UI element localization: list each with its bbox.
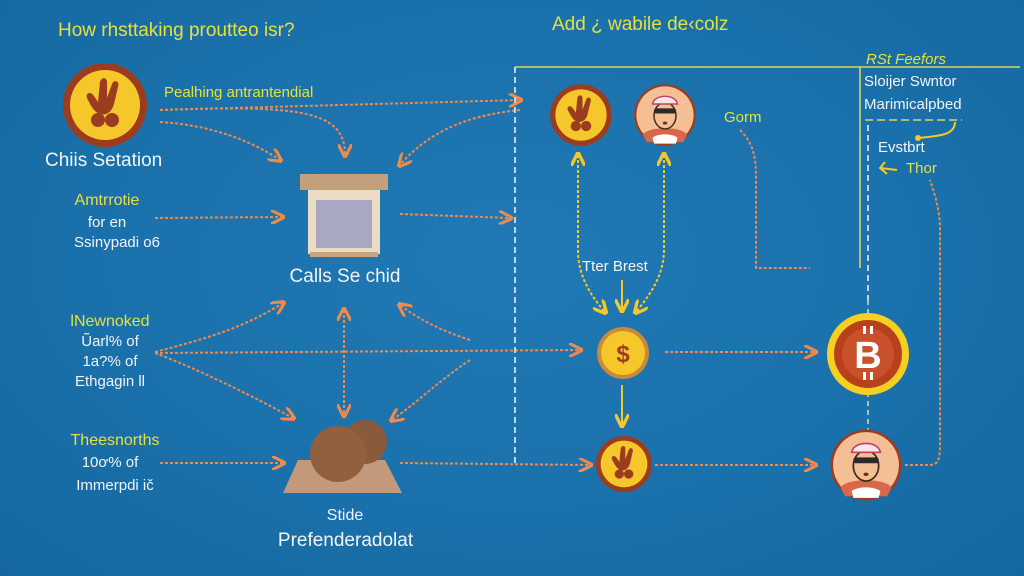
arrow-right-to-container	[400, 109, 521, 165]
legend-heading: RSt Feefors	[866, 51, 947, 68]
person-helmet-icon	[830, 429, 902, 501]
pile-caption-line-1: Stide	[326, 507, 364, 524]
arrow-top-to-container-down	[159, 107, 345, 155]
block2-line-2: 1a?% of	[82, 353, 138, 370]
arrow-pile-to-right	[399, 463, 590, 465]
arrow-person-top-coin-bidirectional	[636, 155, 664, 312]
block2-heading: lNewnoked	[70, 313, 150, 330]
arrow-block2-to-pile	[154, 352, 293, 418]
arrow-top-to-right	[159, 100, 520, 111]
connector-gorm	[739, 129, 810, 269]
arrow-right-to-container-upper	[400, 305, 471, 341]
right-title: Add ¿ wabile de‹colz	[552, 14, 729, 35]
arrow-top-to-container	[159, 121, 280, 160]
legend-line-2: Marimicalpbed	[864, 96, 962, 113]
arrow-block1-to-container	[154, 217, 282, 218]
legend-sub-heading: Thor	[906, 160, 937, 177]
legend-sub-label: Evstbrt	[878, 139, 925, 156]
gorm-label: Gorm	[724, 109, 762, 126]
pile-icon	[283, 420, 402, 493]
hand-badge-node-top-left	[60, 60, 150, 150]
arrow-block2-to-right	[154, 350, 580, 353]
bitcoin-icon: B	[827, 313, 909, 395]
arrow-container-to-right	[399, 214, 510, 218]
legend-line-1: Sloijer Swntor	[864, 73, 957, 90]
top-node-caption: Chiis Setation	[45, 150, 163, 171]
hand-badge-icon	[550, 84, 612, 146]
top-node-arrow-label: Pealhing antrantendial	[164, 84, 314, 101]
connector-person-to-thor	[905, 179, 941, 466]
person-helmet-icon	[634, 84, 696, 146]
block2-line-3: Ethgagin ll	[74, 373, 146, 390]
container-caption: Calls Se chid	[289, 266, 401, 287]
svg-text:B: B	[854, 335, 881, 377]
svg-text:$: $	[616, 341, 630, 368]
block1-line-2: Ssinypadi o6	[74, 234, 160, 251]
left-title: How rhsttaking proutteo isr?	[58, 20, 295, 41]
block1-heading: Amtrrotie	[74, 192, 140, 209]
legend-arrow	[878, 161, 898, 175]
block3-line-2: Immerpdi ič	[76, 477, 154, 494]
hand-badge-icon	[596, 436, 652, 492]
block2-line-1: Ũarl% of	[81, 333, 139, 350]
legend-pointer	[917, 121, 956, 139]
hand-badge-icon	[63, 63, 147, 147]
arrow-block2-to-container	[154, 303, 283, 353]
block3-line-1: 10ơ% of	[81, 454, 139, 471]
tier-label: Tter Brest	[582, 258, 648, 275]
arrow-hand-top-coin-bidirectional	[578, 155, 605, 312]
block1-line-1: for en	[87, 214, 127, 231]
pile-caption-line-2: Prefenderadolat	[277, 530, 414, 551]
arrow-right-to-pile	[392, 359, 471, 420]
block3-heading: Theesnorths	[70, 432, 160, 449]
container-box-icon	[300, 174, 388, 257]
coin-icon: $	[597, 327, 649, 379]
